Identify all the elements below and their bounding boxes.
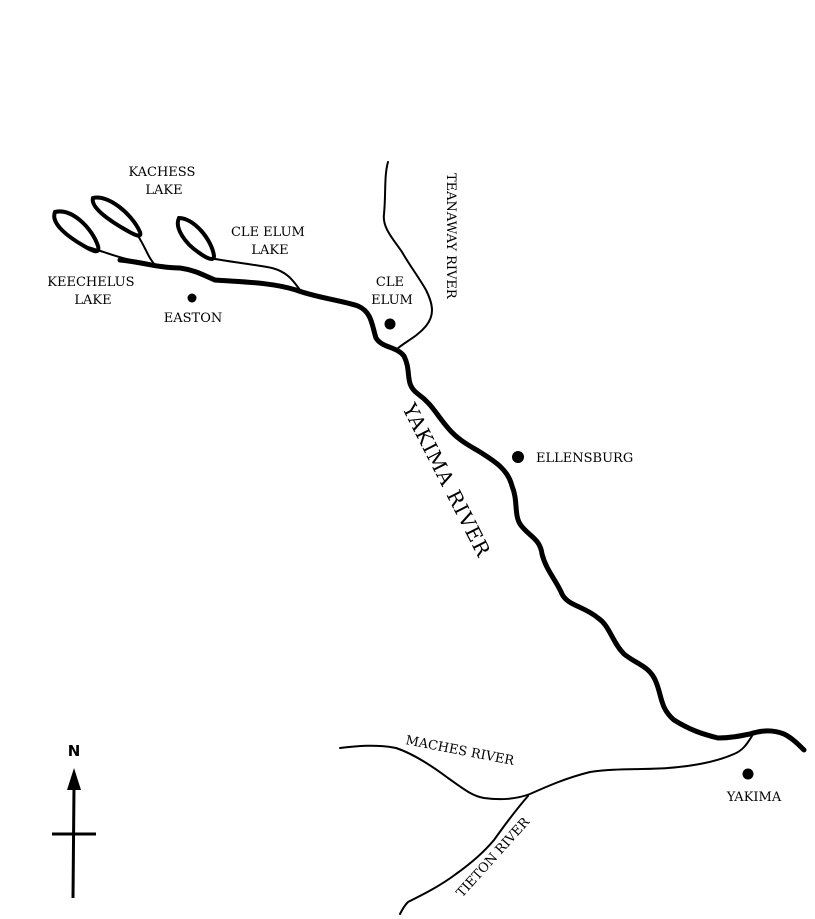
ellensburg-marker — [512, 451, 524, 463]
north-label: N — [68, 742, 81, 760]
cle-elum-marker — [384, 318, 396, 330]
cle-elum-lake-label: CLE ELUM LAKE — [231, 225, 309, 258]
north-arrow: N — [52, 742, 96, 899]
kachess-lake-label: KACHESS LAKE — [128, 165, 199, 198]
yakima-marker — [742, 768, 754, 780]
naches-river-label: MACHES RIVER — [404, 733, 516, 769]
keechelus-lake-label: KEECHELUS LAKE — [47, 275, 138, 308]
easton-marker — [187, 293, 197, 303]
keechelus-lake — [52, 209, 101, 254]
teanaway-river — [382, 161, 433, 351]
cle-elum-lake — [175, 215, 217, 261]
naches-river — [339, 735, 753, 801]
cle-elum-town-label: CLE ELUM — [371, 275, 413, 308]
tieton-river — [399, 795, 529, 915]
kachess-lake — [90, 195, 143, 238]
tieton-river-label: TIETON RIVER — [454, 814, 534, 901]
yakima-label: YAKIMA — [726, 790, 782, 805]
easton-label: EASTON — [164, 311, 223, 326]
yakima-river — [117, 257, 807, 753]
ellensburg-label: ELLENSBURG — [536, 451, 633, 466]
cle-elum-outlet — [209, 257, 301, 291]
teanaway-river-label: TEANAWAY RIVER — [443, 173, 458, 300]
north-arrow-shaft — [71, 785, 76, 899]
north-arrow-head — [67, 768, 81, 790]
